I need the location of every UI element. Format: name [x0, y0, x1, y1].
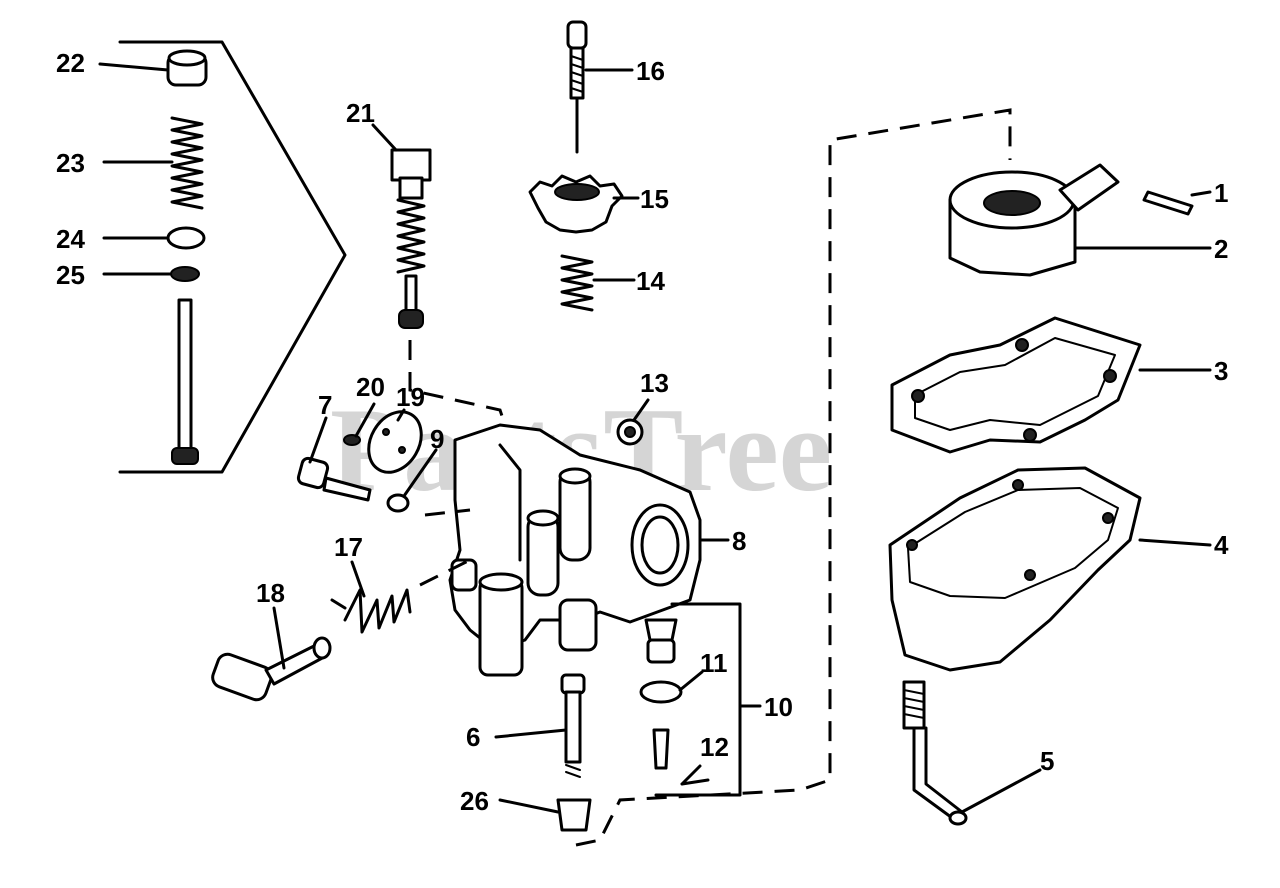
part-3-gasket	[890, 316, 1142, 454]
part-24-washer	[166, 226, 206, 250]
callout-22: 22	[56, 48, 85, 78]
part-26-jet	[556, 798, 592, 832]
callout-25: 25	[56, 260, 85, 290]
part-20-screw	[343, 434, 361, 446]
bracket-group-10	[654, 602, 742, 797]
part-22-cap	[166, 49, 208, 87]
part-10-valve-seat	[644, 618, 678, 664]
callout-1: 1	[1214, 178, 1228, 208]
callout-15: 15	[640, 184, 669, 214]
part-9-washer	[386, 493, 410, 513]
bracket-group-22-25	[118, 40, 347, 474]
callout-24: 24	[56, 224, 85, 254]
callout-11: 11	[700, 648, 728, 678]
part-6-shaft	[560, 673, 586, 778]
part-5-tube	[902, 680, 968, 826]
callout-19: 19	[396, 382, 425, 412]
part-25-oring	[170, 266, 200, 282]
part-13-nut	[616, 418, 644, 446]
callout-10: 10	[764, 692, 793, 722]
dashed-assembly-line	[575, 108, 1012, 847]
callout-9: 9	[430, 424, 444, 454]
part-16-screw	[566, 20, 588, 154]
callout-21: 21	[346, 98, 375, 128]
callout-7: 7	[318, 390, 332, 420]
callout-17: 17	[334, 532, 363, 562]
part-23-spring	[170, 116, 204, 210]
part-18-screw	[211, 636, 332, 702]
callout-13: 13	[640, 368, 669, 398]
callout-3: 3	[1214, 356, 1228, 386]
callout-18: 18	[256, 578, 285, 608]
callout-6: 6	[466, 722, 480, 752]
callout-2: 2	[1214, 234, 1228, 264]
callout-8: 8	[732, 526, 746, 556]
part-4-float-bowl	[888, 466, 1142, 672]
callout-16: 16	[636, 56, 665, 86]
part-2-float	[948, 163, 1120, 277]
part-8-carburetor-body	[419, 423, 702, 677]
part-11-gasket	[639, 680, 683, 704]
part-21-needle-valve	[390, 148, 512, 441]
callout-23: 23	[56, 148, 85, 178]
part-17-spring	[330, 588, 412, 634]
part-19-disk	[367, 410, 423, 474]
callout-14: 14	[636, 266, 665, 296]
callout-20: 20	[356, 372, 385, 402]
part-15-gear	[528, 174, 624, 234]
part-pin-long	[171, 298, 199, 465]
part-14-spring	[560, 254, 594, 312]
part-1-pin	[1142, 190, 1194, 216]
part-12-needle	[652, 728, 710, 786]
part-7-screw	[296, 456, 372, 502]
callout-26: 26	[460, 786, 489, 816]
callout-labels: 1 2 3 4 5 6 7 8 9 10 11 12 13 14 15 16 1…	[56, 48, 1229, 816]
leader-lines	[98, 62, 1212, 814]
callout-4: 4	[1214, 530, 1229, 560]
callout-12: 12	[700, 732, 729, 762]
callout-5: 5	[1040, 746, 1054, 776]
